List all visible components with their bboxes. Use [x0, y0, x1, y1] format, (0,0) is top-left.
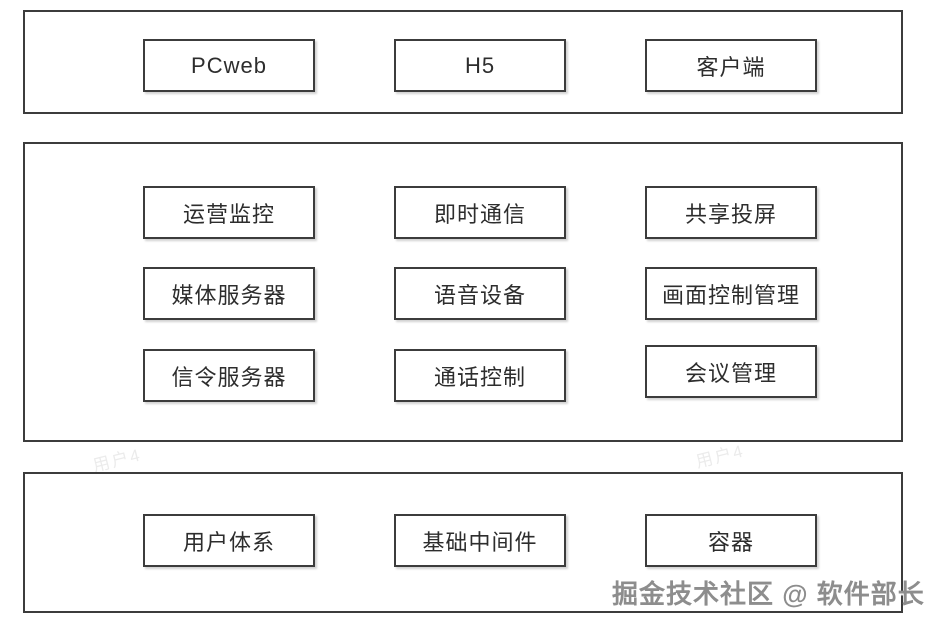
box-client: 客户端 [645, 39, 817, 92]
box-media-server: 媒体服务器 [143, 267, 315, 320]
box-voice-device: 语音设备 [394, 267, 566, 320]
box-screen-control-management: 画面控制管理 [645, 267, 817, 320]
box-pcweb: PCweb [143, 39, 315, 92]
box-basic-middleware: 基础中间件 [394, 514, 566, 567]
box-h5: H5 [394, 39, 566, 92]
box-operations-monitoring: 运营监控 [143, 186, 315, 239]
service-layer-container: 运营监控 即时通信 共享投屏 媒体服务器 语音设备 画面控制管理 信令服务器 通… [23, 142, 903, 442]
signature-watermark: 掘金技术社区 @ 软件部长 [612, 579, 925, 609]
infrastructure-layer-container: 用户体系 基础中间件 容器 [23, 472, 903, 613]
box-instant-messaging: 即时通信 [394, 186, 566, 239]
box-screen-sharing: 共享投屏 [645, 186, 817, 239]
client-layer-container: PCweb H5 客户端 [23, 10, 903, 114]
box-container: 容器 [645, 514, 817, 567]
box-meeting-management: 会议管理 [645, 345, 817, 398]
box-user-system: 用户体系 [143, 514, 315, 567]
box-signaling-server: 信令服务器 [143, 349, 315, 402]
box-call-control: 通话控制 [394, 349, 566, 402]
